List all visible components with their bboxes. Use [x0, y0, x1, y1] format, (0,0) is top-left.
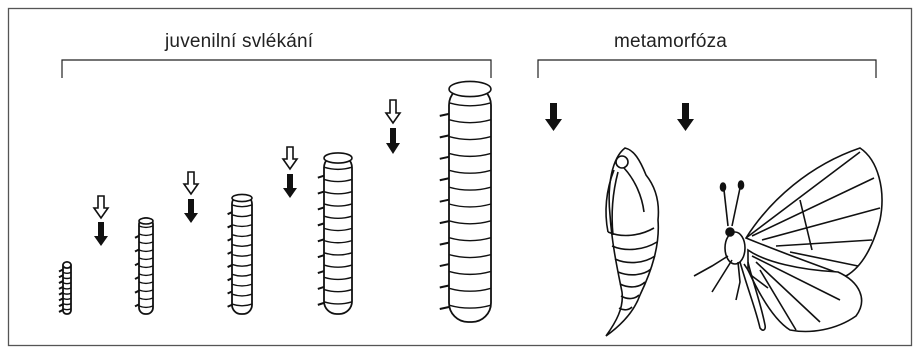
larva-instar-2	[135, 218, 153, 314]
butterfly-illustration	[694, 148, 882, 331]
hollow-down-arrow-icon	[184, 172, 198, 194]
molt-arrow-pair-3	[283, 147, 297, 198]
metamorphosis-bracket	[538, 60, 876, 78]
larva-instar-1	[59, 262, 71, 314]
molt-arrow-pair-2	[184, 172, 198, 223]
solid-down-arrow-icon	[94, 222, 108, 246]
solid-down-arrow-icon	[545, 103, 562, 131]
larvae-group	[59, 81, 491, 322]
larva-instar-4	[318, 153, 352, 314]
metamorphosis-arrow-2	[677, 103, 694, 131]
hollow-down-arrow-icon	[386, 100, 400, 123]
molt-arrow-pair-1	[94, 196, 108, 246]
larva-instar-5	[440, 81, 491, 322]
hollow-down-arrow-icon	[283, 147, 297, 169]
metamorphosis-arrow-1	[545, 103, 562, 131]
solid-down-arrow-icon	[283, 174, 297, 198]
hollow-down-arrow-icon	[94, 196, 108, 218]
larva-instar-3	[228, 194, 252, 314]
solid-down-arrow-icon	[386, 128, 400, 154]
solid-down-arrow-icon	[677, 103, 694, 131]
juvenile-bracket	[62, 60, 491, 78]
solid-down-arrow-icon	[184, 199, 198, 223]
pupa-illustration	[606, 148, 658, 336]
molt-arrow-pair-4	[386, 100, 400, 154]
